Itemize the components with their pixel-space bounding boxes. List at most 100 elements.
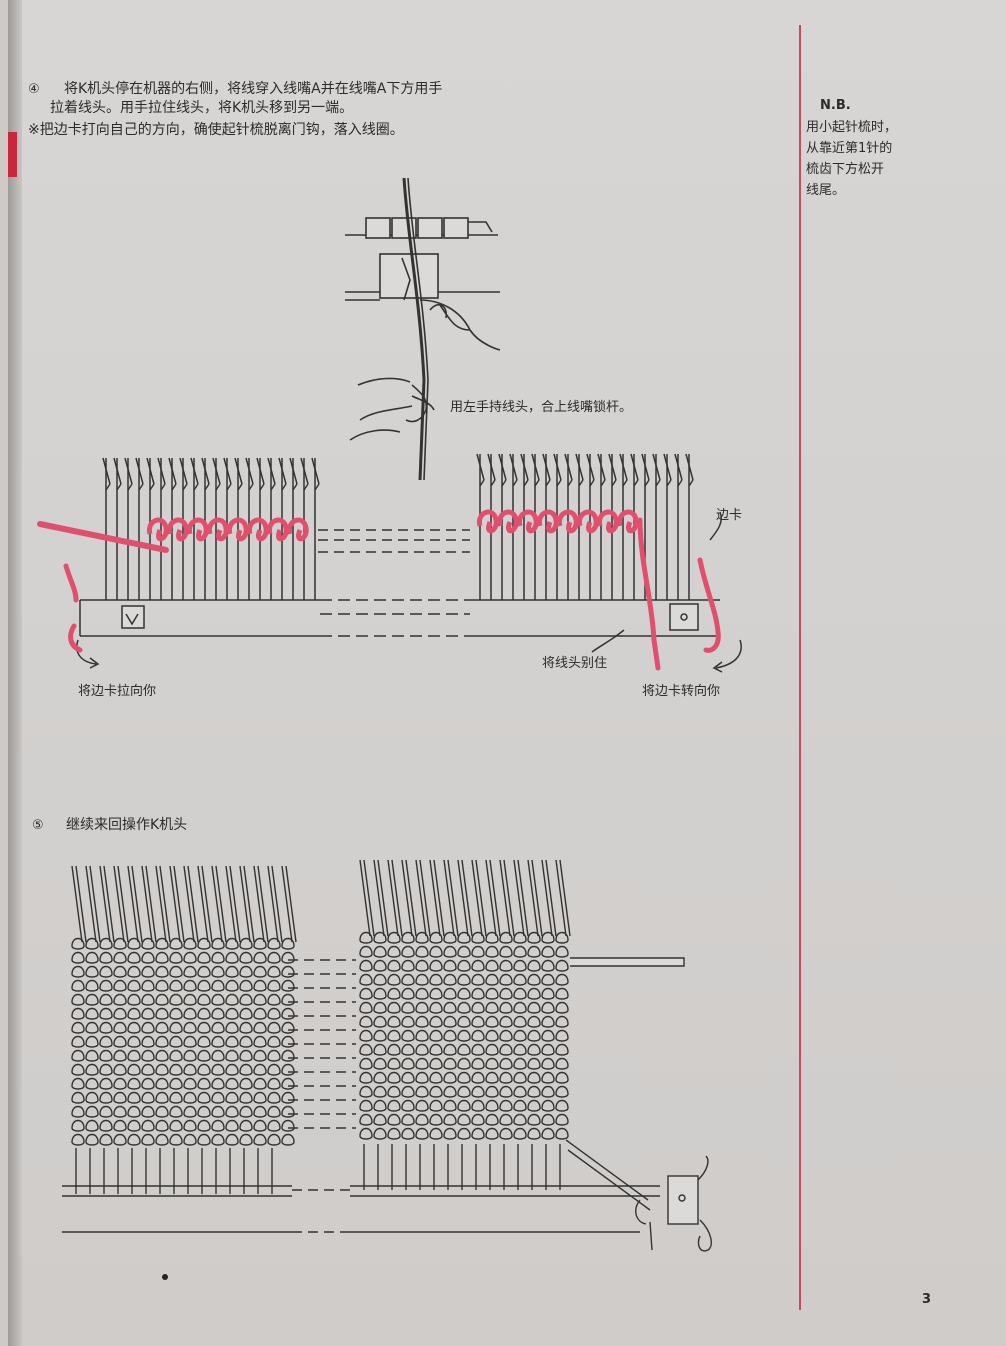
knit-stitch — [471, 1099, 485, 1112]
knit-stitch — [499, 987, 513, 1000]
knit-stitch — [499, 1099, 513, 1112]
knit-stitch — [169, 1035, 183, 1048]
knit-stitch — [239, 993, 253, 1006]
needle — [359, 859, 371, 937]
knit-stitch — [85, 1133, 99, 1146]
needle — [387, 859, 399, 937]
knit-stitch — [527, 1043, 541, 1056]
knit-stitch — [471, 1043, 485, 1056]
knit-stitch — [471, 959, 485, 972]
knit-stitch — [211, 1133, 225, 1146]
knit-stitch — [239, 1007, 253, 1020]
knit-stitch — [387, 987, 401, 1000]
knit-stitch — [281, 1133, 295, 1146]
knit-stitch — [197, 1105, 211, 1118]
knit-stitch — [415, 945, 429, 958]
page-number: 3 — [922, 1292, 932, 1307]
knit-stitch — [527, 1127, 541, 1140]
knit-stitch — [155, 1105, 169, 1118]
knit-stitch — [429, 945, 443, 958]
red-yarn-loop — [476, 509, 499, 534]
knit-stitch — [471, 1001, 485, 1014]
knit-stitch — [541, 987, 555, 1000]
knit-stitch — [499, 1001, 513, 1014]
knit-stitch — [401, 1001, 415, 1014]
knit-stitch — [555, 945, 569, 958]
knit-stitch — [267, 1091, 281, 1104]
knit-stitch — [99, 1077, 113, 1090]
knit-stitch — [485, 1057, 499, 1070]
step4-note: ※把边卡打向自己的方向，确使起针梳脱离门钩，落入线圈。 — [28, 122, 404, 138]
knit-stitch — [197, 1049, 211, 1062]
sidebar-line: 线尾。 — [806, 183, 846, 198]
red-yarn-loop — [556, 509, 579, 534]
knit-stitch — [127, 979, 141, 992]
needle — [85, 865, 97, 943]
needle-hook — [146, 457, 155, 491]
knit-stitch — [225, 1049, 239, 1062]
knit-stitch — [253, 993, 267, 1006]
knit-stitch — [471, 1113, 485, 1126]
knit-stitch — [485, 931, 499, 944]
knit-stitch — [113, 993, 127, 1006]
needle — [75, 865, 87, 943]
knit-stitch — [155, 1077, 169, 1090]
knit-stitch — [281, 1021, 295, 1034]
knit-stitch — [99, 965, 113, 978]
needle — [267, 865, 279, 943]
knit-stitch — [373, 1057, 387, 1070]
knit-stitch — [267, 965, 281, 978]
knit-stitch — [415, 1057, 429, 1070]
knit-stitch — [239, 965, 253, 978]
knit-stitch — [183, 1133, 197, 1146]
knit-stitch — [127, 951, 141, 964]
knit-stitch — [253, 1091, 267, 1104]
knit-stitch — [555, 1071, 569, 1084]
knit-stitch — [99, 1105, 113, 1118]
knit-stitch — [225, 1091, 239, 1104]
knit-stitch — [169, 1063, 183, 1076]
knit-stitch — [373, 1085, 387, 1098]
knit-stitch — [71, 1119, 85, 1132]
knit-stitch — [499, 973, 513, 986]
knit-stitch — [169, 993, 183, 1006]
knit-stitch — [359, 1085, 373, 1098]
knit-stitch — [359, 1127, 373, 1140]
knit-stitch — [211, 1077, 225, 1090]
knit-stitch — [457, 1113, 471, 1126]
knit-stitch — [415, 1071, 429, 1084]
knit-stitch — [387, 945, 401, 958]
red-yarn-loop — [166, 517, 189, 542]
knit-stitch — [387, 1127, 401, 1140]
knit-stitch — [239, 1063, 253, 1076]
knit-stitch — [197, 1091, 211, 1104]
knit-stitch — [415, 1043, 429, 1056]
knit-stitch — [85, 1119, 99, 1132]
knit-stitch — [541, 1085, 555, 1098]
knit-stitch — [71, 1049, 85, 1062]
knit-stitch — [373, 1029, 387, 1042]
knit-stitch — [359, 931, 373, 944]
needle — [89, 865, 101, 943]
knit-stitch — [471, 987, 485, 1000]
knit-stitch — [239, 1035, 253, 1048]
needle — [211, 865, 223, 943]
knit-stitch — [85, 1035, 99, 1048]
knit-stitch — [443, 1001, 457, 1014]
knit-stitch — [211, 1007, 225, 1020]
needle-hook — [278, 457, 287, 491]
knit-stitch — [541, 1001, 555, 1014]
knit-stitch — [373, 945, 387, 958]
knit-stitch — [197, 1119, 211, 1132]
knit-stitch — [197, 951, 211, 964]
knit-stitch — [443, 1043, 457, 1056]
knit-stitch — [513, 1015, 527, 1028]
needle-hook — [300, 457, 309, 491]
knit-stitch — [401, 973, 415, 986]
knit-stitch — [485, 959, 499, 972]
knit-stitch — [127, 1133, 141, 1146]
sidebar-line: 用小起针梳时， — [806, 120, 898, 135]
knit-stitch — [513, 931, 527, 944]
knit-stitch — [527, 931, 541, 944]
